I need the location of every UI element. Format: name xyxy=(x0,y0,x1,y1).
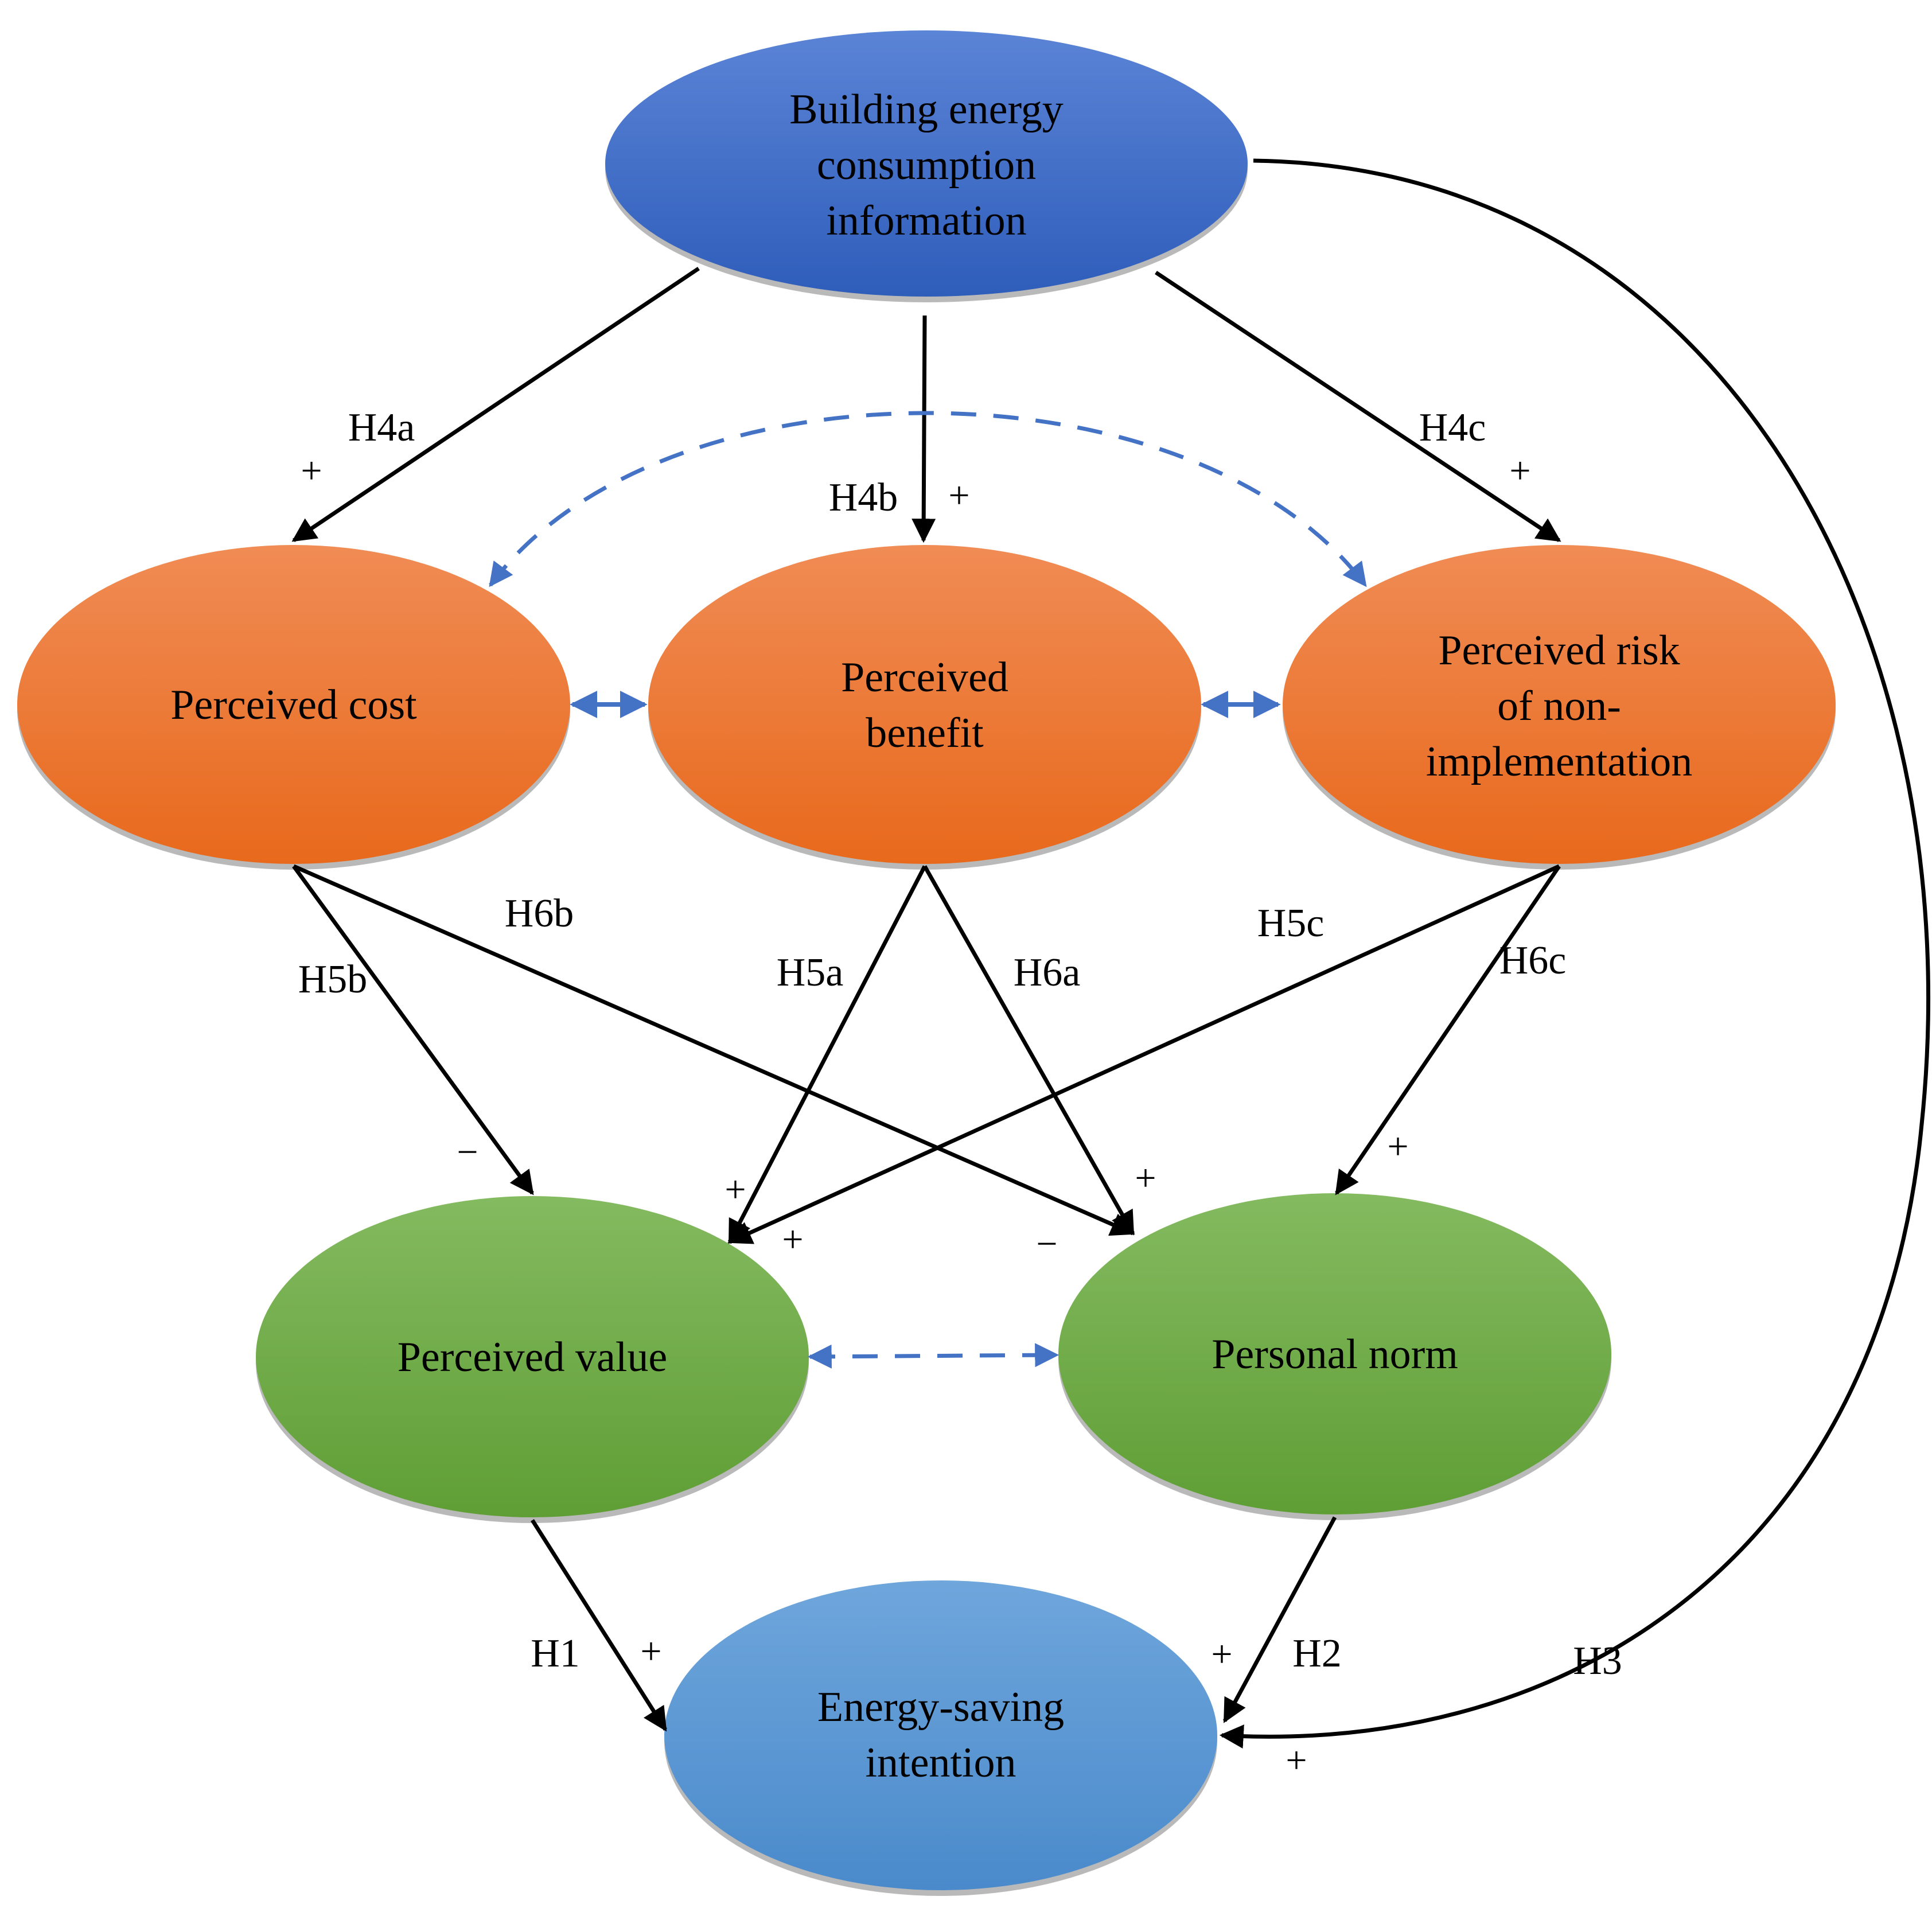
node-perceived-benefit-line-1: Perceived xyxy=(841,654,1008,701)
node-perceived-benefit: Perceived benefit xyxy=(648,545,1201,870)
node-perceived-risk-line-2: of non- xyxy=(1497,683,1621,730)
node-perceived-value-line-1: Perceived value xyxy=(398,1334,668,1381)
sign-h4a: + xyxy=(301,450,322,492)
node-perceived-risk-line-1: Perceived risk xyxy=(1438,627,1680,674)
arrow-h5b xyxy=(292,865,534,1196)
sign-h4c: + xyxy=(1509,450,1530,492)
arrow-h3 xyxy=(1219,158,1930,1749)
node-building-info-line-2: consumption xyxy=(817,142,1036,189)
node-perceived-value: Perceived value xyxy=(256,1196,809,1523)
label-h6a: H6a xyxy=(1014,951,1081,995)
node-intention-line-1: Energy-saving xyxy=(817,1684,1064,1731)
dashed-arc-cost-risk xyxy=(489,411,1367,587)
label-h6b: H6b xyxy=(505,891,574,936)
arrow-h5a xyxy=(727,865,927,1244)
arrow-h5c xyxy=(727,864,1560,1244)
sign-h4b: + xyxy=(948,474,969,516)
label-h6c: H6c xyxy=(1499,939,1567,983)
label-h3: H3 xyxy=(1573,1639,1622,1683)
node-personal-norm-line-1: Personal norm xyxy=(1212,1331,1458,1378)
dashed-value-norm xyxy=(807,1343,1060,1369)
sign-h6c: + xyxy=(1387,1126,1408,1167)
label-h4a: H4a xyxy=(348,406,415,450)
sign-h2: + xyxy=(1211,1633,1232,1675)
arrow-h6b xyxy=(293,864,1135,1236)
node-perceived-risk: Perceived risk of non- implementation xyxy=(1283,545,1836,870)
node-intention-line-2: intention xyxy=(865,1739,1016,1786)
sign-h6a: + xyxy=(1135,1157,1156,1199)
node-perceived-cost-line-1: Perceived cost xyxy=(170,682,417,729)
sign-h5b: − xyxy=(457,1131,478,1173)
sign-h5c: + xyxy=(782,1218,803,1260)
arrow-h1 xyxy=(531,1519,667,1732)
node-intention: Energy-saving intention xyxy=(664,1580,1217,1896)
arrow-h4a xyxy=(291,267,700,542)
sign-h5a: + xyxy=(724,1169,746,1210)
label-h4b: H4b xyxy=(829,476,898,520)
sign-h6b: − xyxy=(1036,1223,1057,1265)
arrow-h6c xyxy=(1335,865,1561,1196)
label-h4c: H4c xyxy=(1419,406,1486,450)
arrow-h4b xyxy=(912,315,936,543)
label-h5c: H5c xyxy=(1257,901,1325,945)
node-building-info-line-1: Building energy xyxy=(789,86,1064,133)
sign-h3: + xyxy=(1286,1739,1307,1781)
arrow-h2 xyxy=(1222,1516,1337,1723)
arrow-h6a xyxy=(922,865,1135,1236)
sign-h1: + xyxy=(640,1630,661,1672)
label-h1: H1 xyxy=(531,1631,580,1676)
node-personal-norm: Personal norm xyxy=(1058,1193,1611,1520)
node-building-info-line-3: information xyxy=(826,197,1026,244)
node-perceived-benefit-line-2: benefit xyxy=(866,710,984,757)
label-h2: H2 xyxy=(1292,1631,1342,1676)
node-building-info: Building energy consumption information xyxy=(605,30,1248,302)
node-perceived-risk-line-3: implementation xyxy=(1426,738,1692,785)
arrow-h4c xyxy=(1155,271,1561,542)
label-h5a: H5a xyxy=(777,951,844,995)
label-h5b: H5b xyxy=(298,957,368,1002)
node-perceived-cost: Perceived cost xyxy=(17,545,570,870)
